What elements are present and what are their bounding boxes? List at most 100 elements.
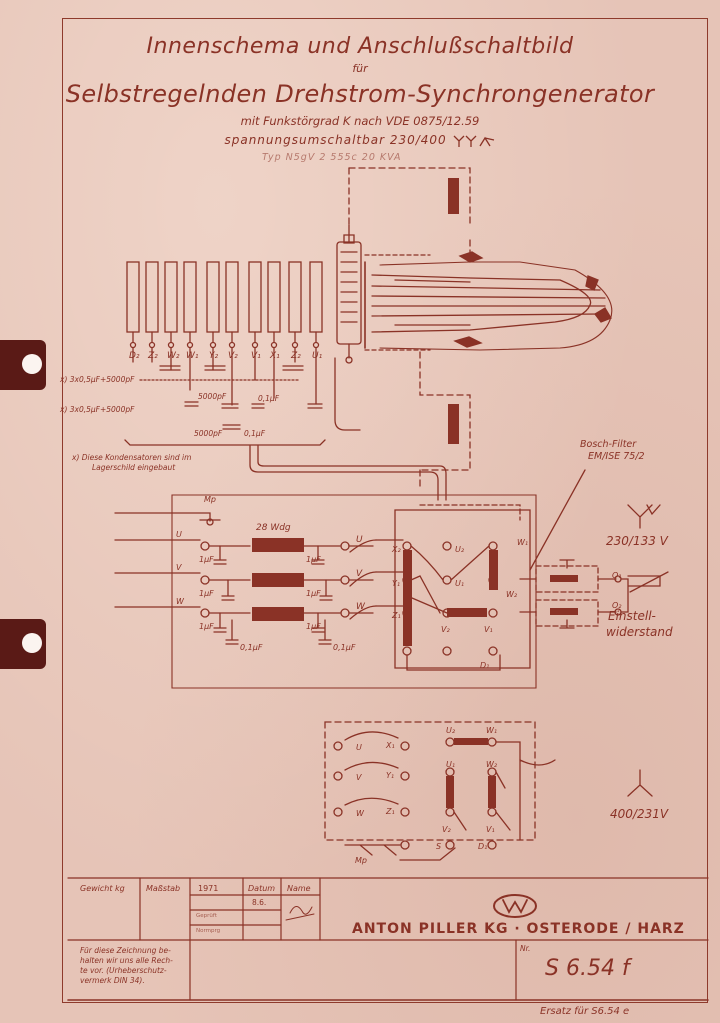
winding-label: V₂ — [441, 625, 450, 634]
winding-label: U₁ — [455, 579, 464, 588]
tb-date-value: 8.6. — [252, 898, 267, 907]
cap-label: 1µF — [306, 589, 321, 598]
phase-lines — [114, 512, 377, 645]
winding-label: U₂ — [455, 545, 465, 554]
voltage-star-label: 400/231V — [610, 807, 669, 821]
tb-norm: Normprg — [196, 928, 221, 934]
einstell-label-2: widerstand — [606, 625, 673, 639]
winding-terminal-board — [375, 504, 521, 671]
lower-phase-label: U — [356, 743, 362, 752]
bosch-filter — [519, 469, 669, 629]
phase-label: U — [356, 535, 363, 545]
choke-label: 28 Wdg — [256, 523, 291, 533]
capacitor-value: 0,1µF — [258, 394, 280, 403]
terminal-box-frame — [171, 494, 537, 689]
lower-terminal-label: D₁ — [478, 842, 487, 851]
tb-company: ANTON PILLER KG · OSTERODE / HARZ — [352, 921, 685, 937]
terminal-label: Y₂ — [209, 351, 218, 361]
lower-terminal-label: U₁ — [446, 760, 455, 769]
terminal-label: D₂ — [129, 351, 140, 361]
filter-label-1: Bosch-Filter — [580, 439, 637, 450]
filter-label-2: EM/ISE 75/2 — [588, 451, 645, 462]
lower-phase-label: W — [356, 809, 365, 818]
lower-terminal-label: U₂ — [446, 726, 456, 735]
footnote-line-1: x) Diese Kondensatoren sind im — [71, 453, 191, 462]
terminal-label: W₁ — [186, 351, 199, 361]
lower-terminal-label: V₂ — [442, 825, 451, 834]
punch-hole-top — [0, 340, 46, 390]
signature-mark — [285, 906, 315, 921]
tb-note-line-1: Für diese Zeichnung be- — [80, 946, 171, 955]
terminal-label: V₁ — [251, 351, 261, 361]
drawing-frame — [62, 18, 708, 1003]
o1-label: O₁ — [612, 571, 622, 580]
title-block-lines — [67, 877, 709, 1001]
resistor-bottom — [448, 404, 459, 444]
o2-label: O₂ — [612, 601, 622, 610]
einstell-label-1: Einstell- — [608, 609, 656, 623]
winding-label: Y₁ — [392, 579, 400, 588]
terminal-label: Z₂ — [290, 351, 301, 361]
tb-drawing-number: S 6.54 f — [545, 956, 630, 981]
lower-terminal-label: Z₁ — [385, 807, 395, 816]
title-line-6: Typ N5gV 2 555c 20 KVA — [262, 152, 402, 163]
title-line-1: Innenschema und Anschlußschaltbild — [146, 34, 574, 59]
star-symbol — [627, 769, 653, 797]
footnote-line-2: Lagerschild eingebaut — [92, 463, 176, 472]
main-cable — [249, 357, 447, 501]
capacitor-network — [124, 347, 326, 446]
phase-label: W — [356, 602, 366, 612]
phase-label: U — [176, 530, 182, 539]
winding-label: V₁ — [484, 625, 493, 634]
regulator-tube — [336, 224, 362, 364]
winding-label: W₁ — [517, 538, 528, 547]
capacitor-label-a: x) 3x0,5µF+5000pF — [59, 375, 135, 384]
title-line-4: mit Funkstörgrad K nach VDE 0875/12.59 — [240, 114, 480, 128]
cap-label: 1µF — [199, 555, 214, 564]
mp-label: Mp — [204, 495, 216, 504]
tb-massstab: Maßstab — [146, 884, 181, 893]
tb-datum: Datum — [248, 884, 276, 893]
cap-label: 1µF — [199, 589, 214, 598]
lower-terminal-label: V₁ — [486, 825, 495, 834]
company-logo — [493, 894, 537, 918]
terminal-label: W₂ — [167, 351, 180, 361]
capacitor-label-b: x) 3x0,5µF+5000pF — [59, 405, 135, 414]
tb-note-line-2: halten wir uns alle Rech- — [80, 956, 173, 965]
winding-label: Z₁ — [391, 611, 401, 620]
star-delta-icon — [453, 135, 494, 147]
terminal-labels: D₂ Z₂ W₂ W₁ Y₂ V₂ V₁ X₁ Z₂ U₁ — [129, 351, 323, 361]
winding-label: W₂ — [506, 590, 518, 599]
title-line-2: für — [352, 62, 368, 75]
tb-note-line-3: te vor. (Urheberschutz- — [80, 966, 167, 975]
tb-year: 1971 — [198, 884, 219, 893]
title-line-3: Selbstregelnden Drehstrom-Synchrongenera… — [65, 80, 655, 108]
lower-mp-label: Mp — [355, 856, 367, 865]
phase-label: W — [176, 597, 185, 606]
capacitor-value: 5000pF — [198, 392, 227, 401]
phase-label: V — [356, 569, 363, 579]
tb-gewicht: Gewicht kg — [80, 884, 125, 893]
tb-nr-label: Nr. — [520, 944, 531, 953]
cap-label: 1µF — [199, 622, 214, 631]
capacitor-value: 5000pF — [194, 429, 223, 438]
d1-label: D₁ — [480, 661, 489, 670]
tb-gepr: Geprüft — [196, 913, 217, 919]
lower-terminal-label: Y₁ — [386, 771, 394, 780]
lower-terminal-label: X₁ — [385, 741, 395, 750]
rectifier-diodes — [126, 261, 323, 349]
title-line-5: spannungsumschaltbar 230/400 — [0, 133, 720, 148]
generator-rotor — [364, 251, 613, 351]
tb-name: Name — [287, 884, 311, 893]
cap-label: 1µF — [306, 622, 321, 631]
cap-label: 1µF — [306, 555, 321, 564]
delta-star-symbol — [627, 504, 661, 529]
cap-label: 0,1µF — [240, 643, 263, 652]
lower-phase-label: V — [356, 773, 362, 782]
phase-label: V — [176, 563, 182, 572]
terminal-label: Z₂ — [147, 351, 158, 361]
terminal-label: X₁ — [269, 351, 280, 361]
resistor-top — [448, 178, 459, 214]
